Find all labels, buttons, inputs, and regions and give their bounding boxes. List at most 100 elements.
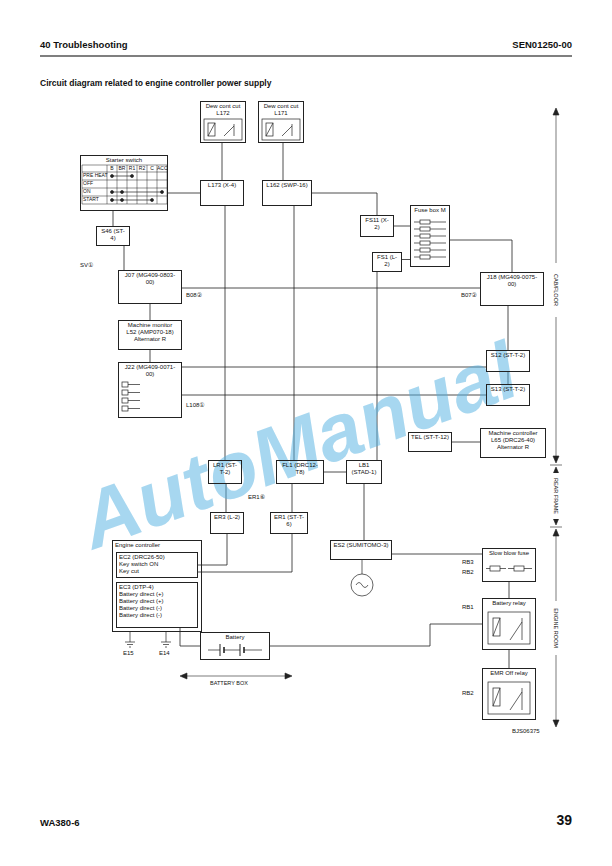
section-heading: 40 Troubleshooting: [40, 40, 128, 51]
area-boundary-arrow: [550, 108, 562, 727]
controller-connector: EC3 (DTP-4)Battery direct (+)Battery dir…: [116, 582, 198, 628]
relay-symbol: [234, 124, 235, 136]
fusible-link-box: FS11 (X-2): [360, 215, 394, 237]
pin-name: L171: [261, 110, 301, 117]
fuse-symbol: [414, 250, 420, 251]
ground-symbol: [125, 642, 135, 643]
wire: [509, 582, 510, 598]
switch-contact-dots: [151, 199, 154, 202]
wire: [222, 143, 223, 180]
switch-contact-dots: [131, 175, 134, 178]
ground-symbol: [129, 647, 131, 648]
switch-contact-dots: [111, 199, 114, 202]
connector-box: FL1 (DRC12-T8): [276, 460, 324, 484]
area-boundary-arrow: [553, 518, 559, 525]
starter-switch-table: Starter switch: [80, 155, 168, 211]
controller-box: Engine controllerEC2 (DRC26-50)Key switc…: [112, 540, 202, 632]
connector-box: L162 (SWP-16): [262, 180, 312, 206]
part-name: Dew cont cut: [203, 103, 243, 110]
part-name: S46 (ST-4): [99, 228, 127, 242]
connector-pins: [128, 392, 140, 393]
connector-box: S46 (ST-4): [96, 226, 130, 246]
area-boundary-arrow: [553, 720, 559, 727]
battery-symbol: [220, 644, 221, 656]
fuse-symbol: [414, 257, 420, 258]
ground-name: E15: [123, 650, 134, 657]
starting-motor-symbol: [362, 560, 363, 574]
part-name: J22 (MG409-0071-00): [121, 364, 179, 378]
fuse-symbol: [514, 566, 524, 571]
starting-motor-symbol: [351, 574, 373, 596]
part-name: EMR Off relay: [485, 670, 533, 677]
switch-contact-dots: [161, 191, 164, 194]
part-name: L162 (SWP-16): [265, 182, 309, 189]
pin-name: Battery direct (-): [119, 612, 195, 619]
terminal-name: BR: [117, 166, 127, 172]
area-boundary-arrow: [556, 655, 557, 723]
part-name: FS11 (X-2): [363, 217, 391, 231]
relay-symbol: [488, 612, 530, 644]
junction-connector: J18 (MG409-0075-00): [480, 272, 544, 306]
fuse-symbol: [430, 250, 446, 251]
part-name: Machine controller: [483, 430, 543, 437]
connector-box: S12 (ST-T-2): [486, 350, 530, 372]
relay-box: Battery relay: [482, 598, 536, 650]
fuse-symbol: [414, 222, 420, 223]
wire: [509, 650, 510, 668]
ground-symbol: [125, 632, 171, 647]
part-name: J07 (MG409-0803-00): [121, 272, 179, 286]
wire: [394, 226, 410, 227]
part-name: TEL (ST-T-12): [411, 434, 449, 441]
pin-name: L172: [203, 110, 243, 117]
switch-contact-dots: [112, 192, 162, 193]
part-name: Machine monitor: [121, 322, 179, 329]
battery-box-arrow: [285, 673, 292, 679]
connector-pins: [128, 408, 140, 409]
area-boundary-arrow: [553, 529, 559, 536]
signal-name: B07②: [461, 292, 477, 299]
page-number: 39: [556, 812, 572, 828]
area-boundary-arrow: [553, 108, 559, 115]
fuse-symbol: [500, 568, 506, 569]
fuse-symbol: [414, 236, 420, 237]
fuse-symbol: [414, 229, 420, 230]
ground-symbol: [161, 642, 171, 643]
pin-name: L65 (DRC26-40): [483, 437, 543, 444]
switch-contact-dots: [111, 175, 114, 178]
switch-position: OFF: [83, 181, 93, 187]
pin-name: Alternator R: [121, 336, 179, 343]
switch-contact-dots: [112, 176, 132, 177]
relay-box: Dew cont cutL171: [258, 101, 304, 143]
connector-box: LR1 (ST-T-2): [208, 460, 242, 484]
battery-symbol: [224, 650, 240, 651]
terminal-name: B: [107, 166, 117, 172]
part-name: LB1 (STAD-1): [349, 462, 379, 476]
connector-box: LB1 (STAD-1): [346, 460, 382, 484]
part-name: Starter switch: [83, 157, 165, 164]
relay-symbol: [266, 123, 273, 136]
area-name: CAB/FLOOR: [552, 265, 560, 315]
switch-contact-dots: [111, 191, 114, 194]
fuse-symbol: [486, 568, 490, 569]
terminal-name: R2: [137, 166, 147, 172]
figure-number: BJS06375: [512, 728, 540, 735]
wire: [180, 628, 200, 646]
relay-box: EMR Off relay: [482, 668, 536, 720]
controller-connector: Machine monitorL52 (AMP070-18)Alternator…: [118, 320, 182, 350]
connector-box: L173 (X-4): [200, 180, 244, 206]
battery-box: Battery: [200, 632, 270, 660]
part-name: Slow blow fuse: [485, 550, 533, 557]
wire: [225, 206, 226, 460]
part-name: FS1 (L-2): [375, 254, 399, 268]
wire: [168, 193, 200, 194]
relay-symbol: [292, 124, 293, 136]
fuse-symbol: [420, 241, 430, 245]
area-boundary-arrow: [553, 456, 559, 463]
fuse-symbol: [414, 243, 420, 244]
relay-symbol: [204, 119, 300, 140]
connector-pins: [122, 390, 128, 395]
relay-symbol: [493, 688, 500, 706]
wire: [364, 484, 365, 540]
junction-connector: J22 (MG409-0071-00): [118, 362, 182, 418]
